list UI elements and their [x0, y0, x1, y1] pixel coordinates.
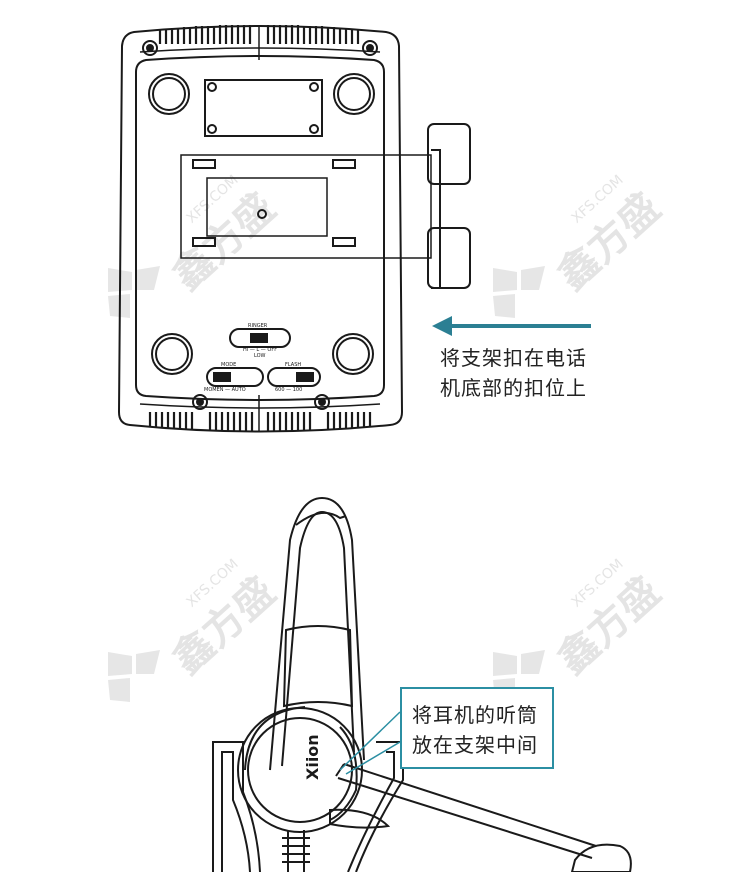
watermark-brand: 鑫方盛 [164, 185, 284, 299]
caption-line-2: 机底部的扣位上 [440, 376, 587, 400]
cradle-right [355, 741, 404, 872]
ringer-label: RINGER [248, 323, 268, 329]
rubber-foot-top-left [148, 73, 190, 115]
ringer-options: HI — L — OFF [243, 347, 277, 353]
watermark-bottom-left: 鑫方盛 XFS.COM [108, 556, 284, 702]
battery-cover [204, 79, 323, 137]
screw-top-right [362, 40, 378, 56]
callout-leaders [339, 711, 401, 775]
rubber-foot-top-right [333, 73, 375, 115]
callout-box [400, 687, 554, 769]
caption-attach-bracket: 将支架扣在电话 机底部的扣位上 [440, 343, 587, 403]
vent-grille-bottom [148, 412, 372, 431]
mount-bracket [180, 154, 432, 259]
headset-brand: Xiion [303, 734, 322, 780]
watermark-top-right: 鑫方盛 XFS.COM [493, 172, 669, 318]
headband-inner [281, 510, 355, 767]
phone-inner-shell [135, 55, 385, 401]
mode-switch [206, 367, 264, 387]
headset-cord [282, 830, 310, 872]
headband-outer [269, 496, 365, 771]
caption-line-2: 放在支架中间 [412, 733, 538, 757]
flash-label: FLASH [285, 362, 301, 368]
microphone-tip [570, 843, 632, 872]
watermark-bottom-right: 鑫方盛 XFS.COM [493, 556, 669, 702]
watermark-brand: 鑫方盛 [549, 569, 669, 683]
screw-top-left [142, 40, 158, 56]
ringer-low-label: LOW [254, 353, 266, 359]
phone-base-drawing [117, 25, 471, 433]
flash-switch [267, 367, 321, 387]
bracket-clip-arm [427, 123, 471, 289]
switch-labels: RINGER HI — L — OFF LOW MODE MOMEN — AUT… [204, 323, 302, 393]
cradle-left [212, 741, 261, 872]
caption-line-1: 将支架扣在电话 [440, 346, 587, 370]
earpiece-outer [237, 707, 363, 833]
direction-arrow [432, 316, 591, 336]
microphone-boom [337, 763, 597, 859]
rubber-foot-bottom-left [151, 333, 193, 375]
screw-bottom-left [192, 394, 208, 410]
vent-grille-top [158, 25, 360, 44]
mode-label: MODE [221, 362, 236, 368]
rubber-foot-bottom-right [332, 333, 374, 375]
watermark-brand: 鑫方盛 [164, 569, 284, 683]
earpiece-inner [247, 717, 353, 823]
phone-outer-shell [117, 25, 404, 433]
watermark-brand: 鑫方盛 [549, 185, 669, 299]
mode-options: MOMEN — AUTO [204, 387, 246, 393]
caption-place-earpiece: 将耳机的听筒 放在支架中间 [412, 700, 538, 760]
brand-logo-text: Xiion [303, 734, 322, 780]
flash-options: 600 — 100 [275, 387, 302, 393]
ringer-switch [229, 328, 291, 348]
screw-bottom-right [314, 394, 330, 410]
caption-line-1: 将耳机的听筒 [412, 703, 538, 727]
headset-drawing [212, 496, 632, 872]
